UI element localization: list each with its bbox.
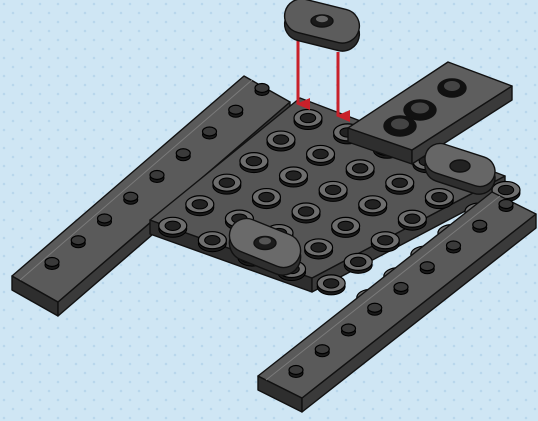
stud xyxy=(255,84,269,96)
hollow-stud xyxy=(186,196,214,216)
hollow-stud xyxy=(240,153,268,173)
stud xyxy=(203,127,217,139)
stud xyxy=(150,171,164,183)
hollow-stud xyxy=(252,189,280,209)
stud xyxy=(342,324,356,336)
stud xyxy=(368,303,382,315)
hollow-stud xyxy=(307,145,335,165)
stud xyxy=(176,149,190,161)
hollow-stud xyxy=(371,232,399,252)
hollow-stud xyxy=(398,210,426,230)
stud xyxy=(394,283,408,295)
stud xyxy=(45,258,59,270)
hollow-stud xyxy=(267,131,295,151)
stud xyxy=(229,105,243,117)
stud xyxy=(98,214,112,226)
hollow-stud xyxy=(425,189,453,209)
plate-hole xyxy=(438,79,466,97)
hollow-stud xyxy=(198,232,226,252)
stud xyxy=(420,262,434,274)
stud xyxy=(447,241,461,253)
hollow-stud xyxy=(386,174,414,194)
hollow-stud xyxy=(346,160,374,180)
stud xyxy=(71,236,85,248)
stud xyxy=(473,220,487,232)
stud xyxy=(124,192,138,204)
hollow-stud xyxy=(159,217,187,237)
stud xyxy=(289,366,303,378)
hollow-stud xyxy=(213,174,241,194)
hollow-stud xyxy=(317,275,345,295)
hollow-stud xyxy=(294,110,322,130)
hollow-stud xyxy=(280,167,308,187)
plate-hole xyxy=(404,100,436,120)
stud xyxy=(499,200,513,212)
hollow-stud xyxy=(305,239,333,259)
hollow-stud xyxy=(292,203,320,223)
hollow-stud xyxy=(344,253,372,273)
hollow-stud xyxy=(332,217,360,237)
stud xyxy=(315,345,329,357)
hollow-stud xyxy=(319,181,347,201)
hollow-stud xyxy=(359,196,387,216)
